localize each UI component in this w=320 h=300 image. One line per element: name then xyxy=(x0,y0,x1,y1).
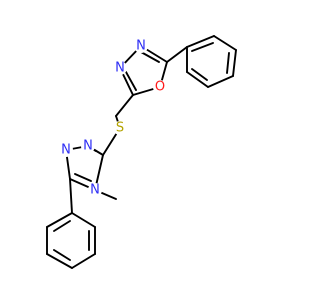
bond xyxy=(226,52,230,74)
bond xyxy=(46,212,73,228)
bond xyxy=(71,253,96,269)
bond xyxy=(71,212,96,228)
bond xyxy=(115,94,134,117)
bond xyxy=(46,253,73,269)
atom-o-ring: O xyxy=(153,80,167,95)
bond xyxy=(53,249,71,261)
bond xyxy=(166,46,188,63)
atom-n-top-right: N xyxy=(134,39,148,54)
atom-n-mid-a: N xyxy=(81,139,95,154)
bond xyxy=(186,35,215,48)
bond xyxy=(213,35,237,51)
atom-label: N xyxy=(136,39,146,54)
bond xyxy=(191,42,214,52)
bond xyxy=(186,71,209,88)
atom-label: N xyxy=(83,139,93,154)
bonds xyxy=(46,35,237,269)
bond xyxy=(74,173,92,182)
atom-label: N xyxy=(61,143,71,158)
atom-n-top-left: N xyxy=(113,61,127,76)
atom-label: N xyxy=(90,183,100,198)
bond xyxy=(191,68,208,81)
molecule-structure: N N O S N N N xyxy=(46,35,237,269)
bond xyxy=(232,49,237,77)
atom-n-methyl: N xyxy=(88,183,102,198)
atom-label: N xyxy=(115,61,125,76)
bond xyxy=(69,178,73,214)
atom-s-linker: S xyxy=(113,121,127,136)
bond xyxy=(207,75,234,88)
atom-label: S xyxy=(116,121,124,136)
bond xyxy=(140,51,160,63)
bond xyxy=(125,71,137,91)
bond xyxy=(53,220,71,232)
atom-n-mid-b: N xyxy=(59,143,73,158)
atoms: N N O S N N N xyxy=(59,39,167,198)
atom-label: O xyxy=(155,80,165,95)
